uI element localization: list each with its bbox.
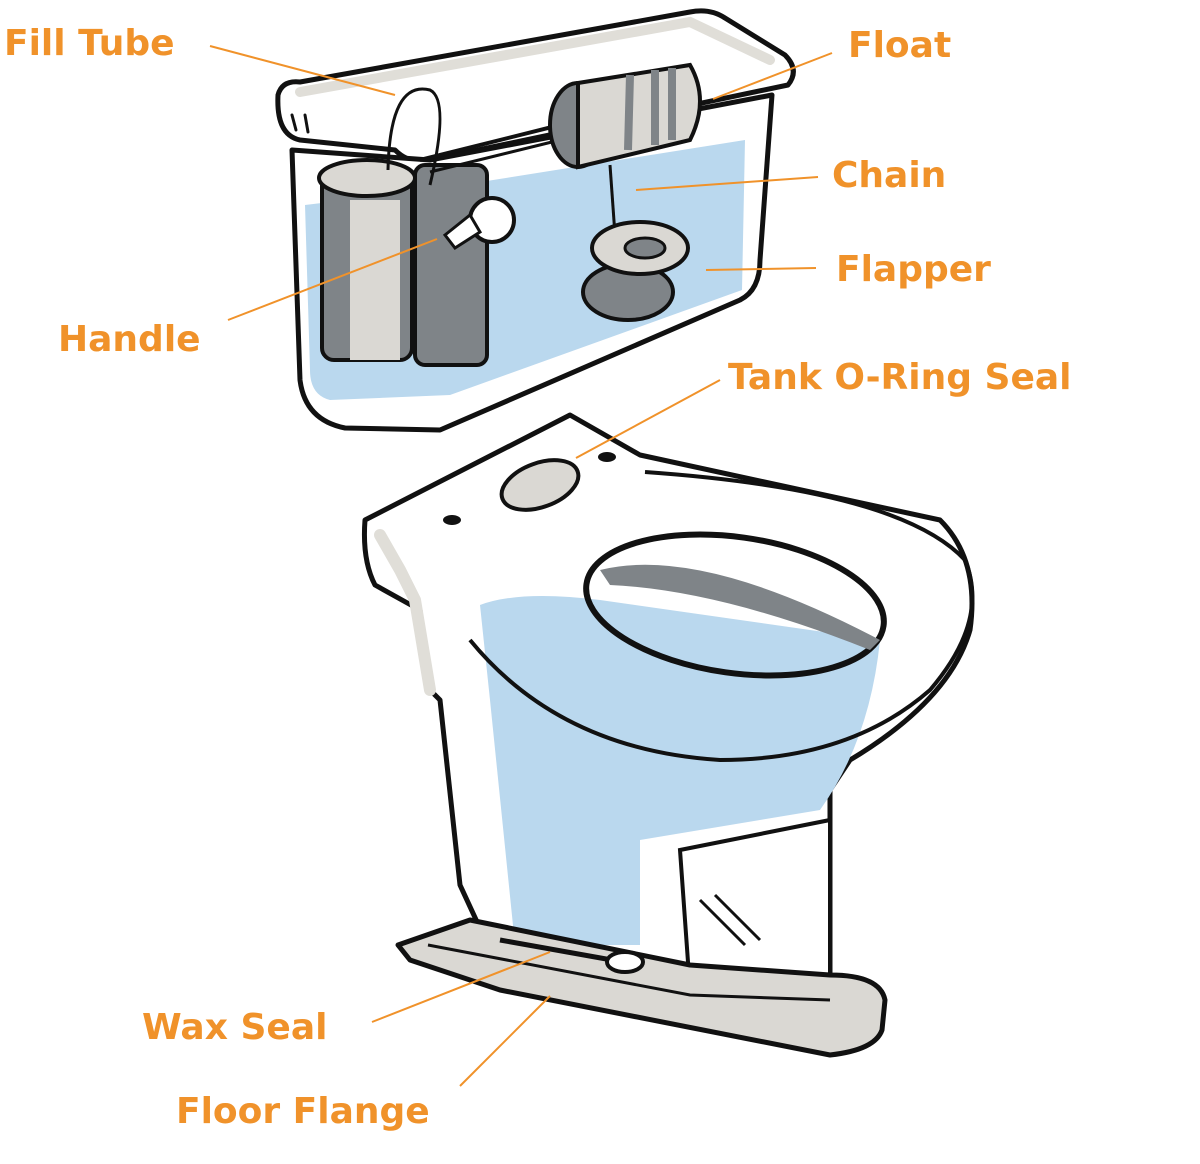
label-wax-seal: Wax Seal	[142, 1007, 328, 1048]
label-handle: Handle	[58, 319, 201, 360]
label-fill-tube: Fill Tube	[4, 23, 175, 64]
label-tank-o-ring-seal: Tank O-Ring Seal	[728, 357, 1072, 398]
label-float: Float	[848, 25, 952, 66]
label-floor-flange: Floor Flange	[176, 1091, 430, 1132]
bowl	[361, 412, 975, 1058]
tank	[275, 8, 796, 433]
label-chain: Chain	[832, 155, 947, 196]
leader-lines	[209, 45, 833, 1087]
label-flapper: Flapper	[836, 249, 991, 290]
